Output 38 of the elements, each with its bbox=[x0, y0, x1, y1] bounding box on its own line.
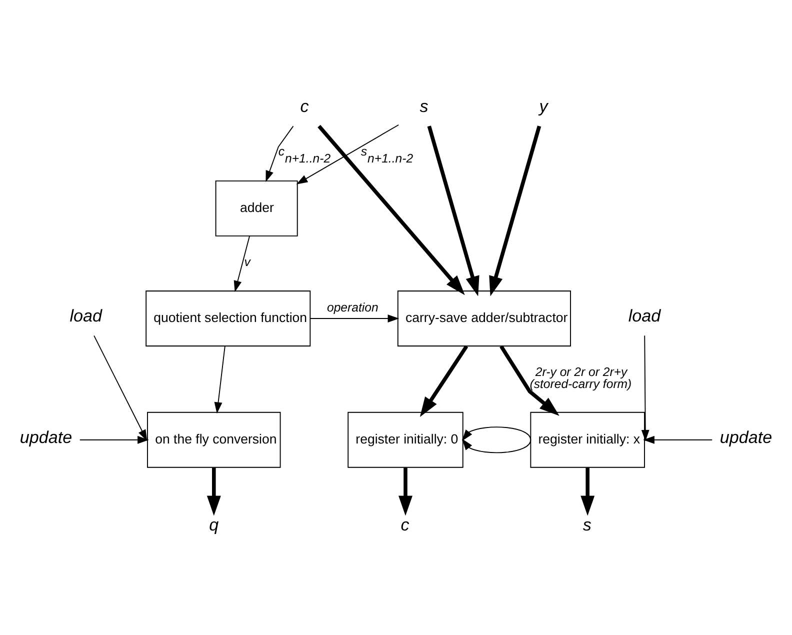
arrow bbox=[310, 314, 400, 322]
arrow bbox=[266, 125, 294, 182]
node-box: register initially: 0 bbox=[348, 411, 464, 468]
node-text: y bbox=[539, 96, 548, 116]
arrow bbox=[79, 435, 149, 444]
arrow bbox=[234, 235, 250, 292]
arrow bbox=[489, 125, 542, 296]
arrow bbox=[462, 438, 532, 453]
arrow bbox=[318, 124, 465, 295]
arrow bbox=[398, 467, 412, 516]
arrow bbox=[214, 345, 226, 414]
node-text: update bbox=[720, 428, 772, 447]
arrow bbox=[420, 344, 468, 416]
node-text: update bbox=[20, 428, 72, 447]
arrow bbox=[643, 435, 713, 444]
arrow bbox=[580, 467, 595, 516]
node-box: adder bbox=[215, 180, 298, 236]
node-box: register initially: x bbox=[530, 411, 645, 468]
node-text: c bbox=[400, 514, 410, 534]
arrow bbox=[94, 334, 148, 441]
arrow bbox=[462, 426, 532, 441]
edge-label: 2r-y or 2r or 2r+y (stored-carry form) bbox=[530, 364, 632, 391]
node-text: load bbox=[628, 306, 661, 326]
node-text: q bbox=[209, 514, 219, 534]
arrow bbox=[500, 344, 560, 416]
node-box: quotient selection function bbox=[146, 290, 311, 346]
node-text: s bbox=[582, 514, 592, 534]
node-text: load bbox=[70, 306, 102, 326]
arrow bbox=[206, 467, 221, 516]
node-text: c bbox=[300, 96, 309, 116]
arrow bbox=[427, 125, 480, 296]
arrow bbox=[296, 124, 400, 184]
arrow bbox=[641, 334, 650, 441]
edge-label: operation bbox=[327, 300, 378, 314]
node-box: on the fly conversion bbox=[147, 411, 281, 468]
edge-label: v bbox=[244, 254, 250, 268]
node-text: s bbox=[420, 96, 428, 116]
node-box: carry-save adder/subtractor bbox=[397, 290, 571, 346]
